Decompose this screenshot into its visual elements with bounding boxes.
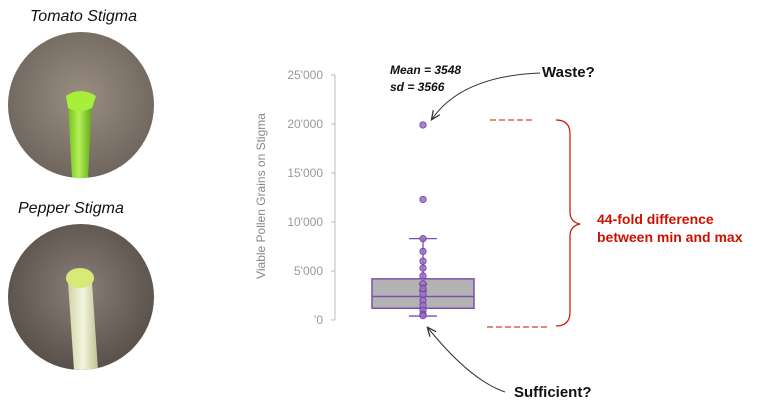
y-tick-label: 5'000 <box>294 264 323 278</box>
sufficient-arrow <box>428 328 506 393</box>
data-point <box>419 247 427 255</box>
pepper-stigma-label: Pepper Stigma <box>18 200 124 217</box>
difference-line-1: 44-fold difference <box>597 211 714 227</box>
y-axis-label: Viable Pollen Grains on Stigma <box>254 113 268 279</box>
range-brace <box>555 119 581 327</box>
sufficient-callout: Sufficient? <box>514 384 592 401</box>
tomato-stigma-photo <box>8 32 154 178</box>
data-point <box>419 264 427 272</box>
y-tick-label: 15'000 <box>287 166 323 180</box>
y-tick-label: 10'000 <box>287 215 323 229</box>
tomato-stigma-label: Tomato Stigma <box>30 8 138 25</box>
difference-line-2: between min and max <box>597 229 743 245</box>
mean-stat: Mean = 3548 <box>390 63 462 77</box>
data-point <box>419 235 427 243</box>
data-point <box>419 195 427 204</box>
y-tick-label: 25'000 <box>287 68 323 82</box>
data-point <box>419 311 427 320</box>
pepper-stigma-photo <box>8 224 154 370</box>
data-point <box>419 290 427 299</box>
sd-stat: sd = 3566 <box>390 80 445 94</box>
data-point <box>419 121 427 129</box>
data-point <box>419 257 427 265</box>
data-point <box>419 272 427 280</box>
data-point <box>419 285 427 293</box>
y-tick-label: '0 <box>314 313 323 327</box>
waste-callout: Waste? <box>542 64 595 81</box>
y-tick-label: 20'000 <box>287 117 323 131</box>
waste-arrow <box>432 72 541 119</box>
